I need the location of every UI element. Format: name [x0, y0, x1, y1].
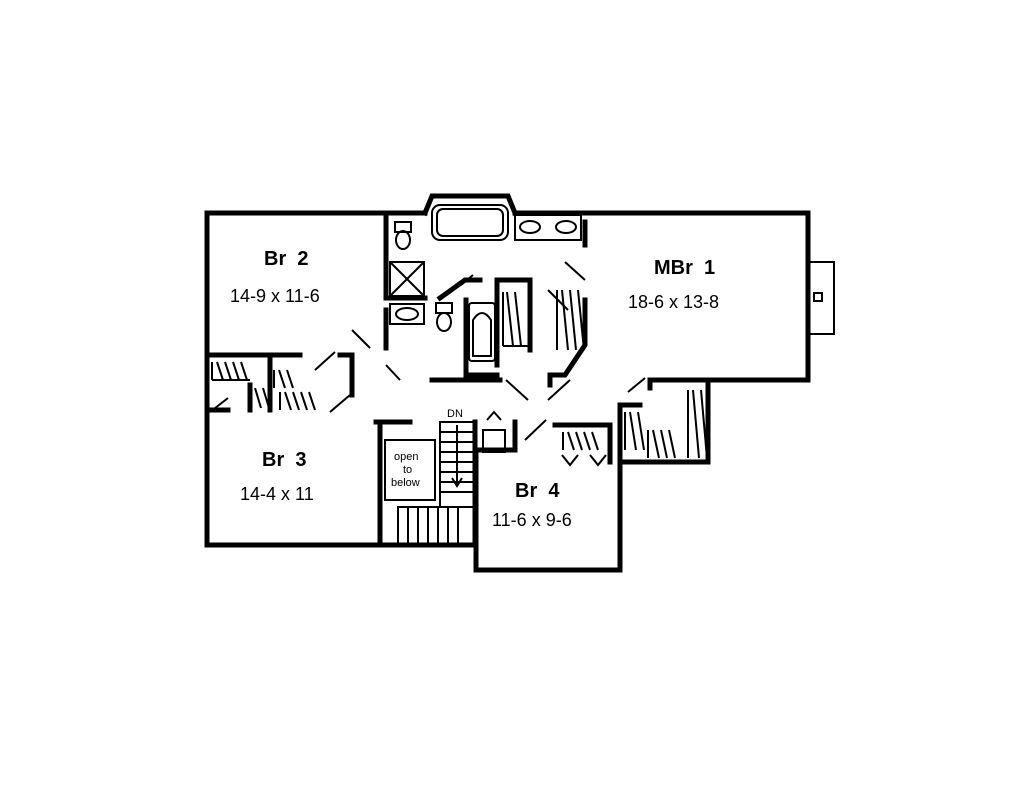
room-name: Br 3	[262, 449, 306, 471]
open-note-line3: below	[391, 477, 420, 489]
room-size: 14-9 x 11-6	[230, 286, 320, 306]
bath-fixtures	[389, 214, 582, 362]
open-note-line2: to	[403, 464, 412, 476]
chimney	[807, 261, 835, 335]
tub-bay	[421, 193, 519, 241]
room-br3: Br 3 14-4 x 11	[240, 449, 314, 504]
closet-shelving	[211, 289, 708, 459]
room-name: Br 4	[515, 480, 560, 502]
linen-closet	[482, 410, 506, 453]
door-swings	[209, 261, 646, 467]
room-size: 18-6 x 13-8	[628, 292, 719, 312]
stair-direction-label: DN	[447, 408, 463, 420]
room-name: Br 2	[264, 248, 308, 270]
room-br2: Br 2 14-9 x 11-6	[230, 248, 320, 306]
room-name: MBr 1	[654, 257, 715, 279]
staircase	[384, 421, 476, 546]
room-mbr1: MBr 1 18-6 x 13-8	[628, 257, 719, 312]
open-note-line1: open	[394, 451, 418, 463]
room-br4: Br 4 11-6 x 9-6	[492, 480, 572, 530]
room-size: 11-6 x 9-6	[492, 510, 572, 530]
room-size: 14-4 x 11	[240, 484, 314, 504]
